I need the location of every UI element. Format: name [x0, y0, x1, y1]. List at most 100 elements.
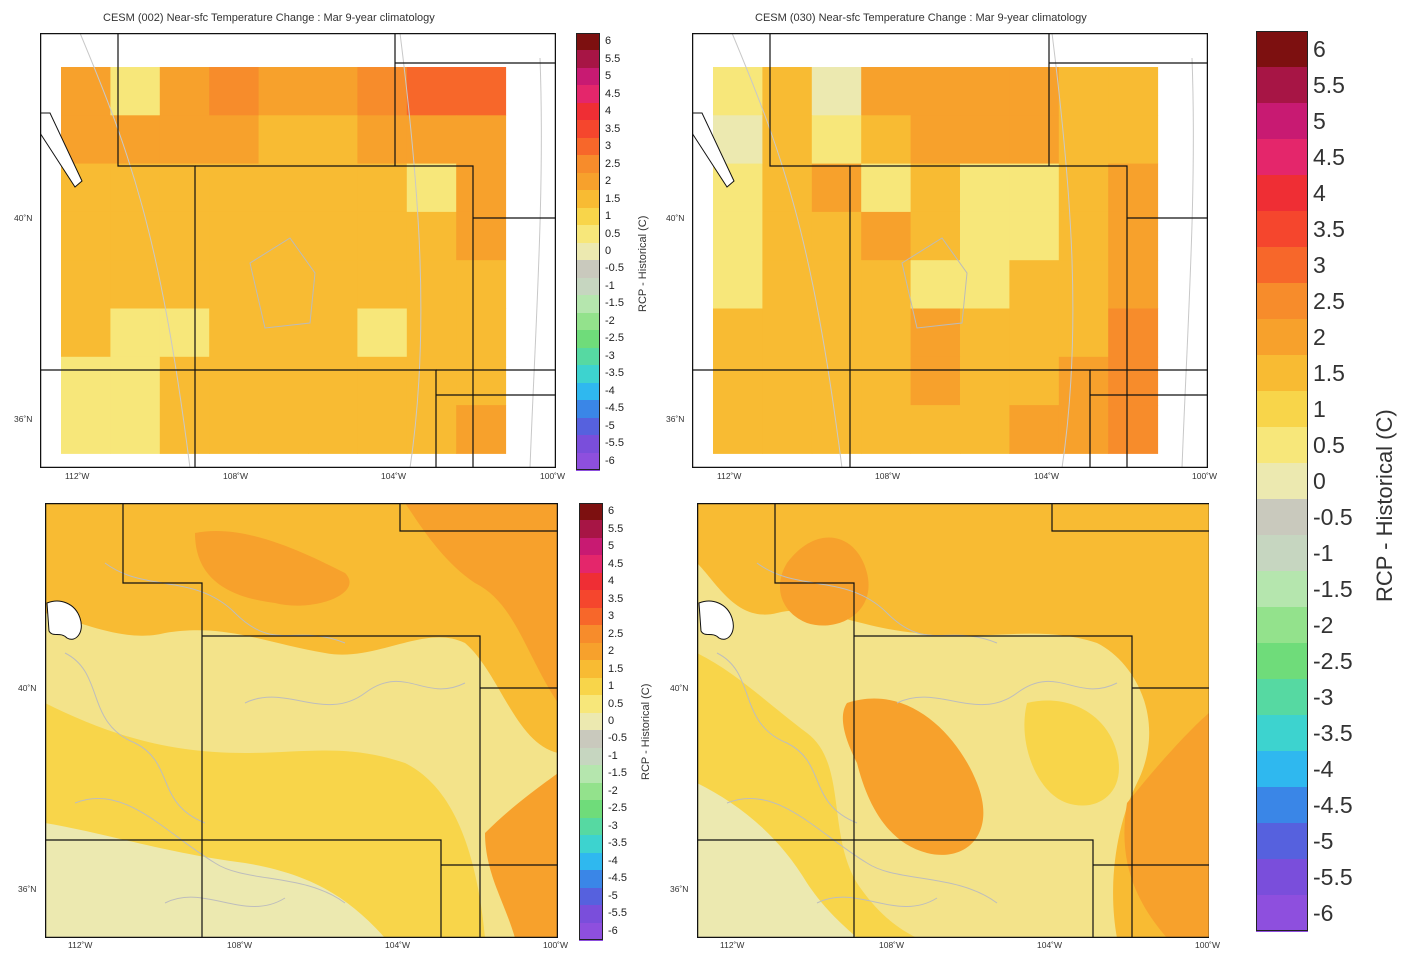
terrain-contour [104, 562, 346, 644]
terrain-contour [756, 562, 998, 644]
grid-cell [357, 67, 408, 116]
state-border [122, 503, 203, 938]
grid-cell [1009, 308, 1060, 358]
colorbar-tick-label: 5 [605, 70, 612, 83]
colorbar-tick-label: -1.5 [605, 297, 624, 310]
colorbar-tick-label: -2.5 [608, 802, 627, 815]
grid-cell [811, 115, 862, 165]
grid-cell [1108, 211, 1159, 261]
terrain-contour [901, 237, 968, 329]
grid-cell [258, 67, 309, 116]
lat-label-36n: 36˚N [666, 414, 685, 424]
colorbar-large-title: RCP - Historical (C) [1372, 409, 1397, 602]
state-border [45, 839, 442, 938]
colorbar-swatch [576, 417, 600, 436]
grid-cell [960, 405, 1010, 454]
colorbar-swatch [576, 33, 600, 52]
colorbar-swatch [1256, 751, 1308, 788]
map-frame [697, 503, 1209, 938]
grid-cell [1058, 356, 1109, 406]
colorbar-tick-label: 0.5 [608, 697, 624, 710]
grid-cell [1108, 163, 1159, 213]
temperature-region [842, 698, 984, 855]
colorbar-swatch [579, 572, 603, 591]
grid-cell [258, 308, 309, 358]
lon-label-100w: 100˚W [540, 471, 566, 481]
state-border [769, 33, 851, 468]
grid-cell [110, 163, 161, 213]
colorbar-tick-label: -1 [605, 279, 615, 292]
colorbar-swatch [579, 835, 603, 854]
grid-cell [713, 356, 763, 406]
grid-cell [1108, 308, 1159, 358]
grid-cell [861, 260, 912, 309]
colorbar-tick-label: -4 [605, 384, 615, 397]
temperature-region [485, 773, 558, 938]
colorbar-tick-label: 2.5 [1313, 287, 1345, 314]
lat-label-36n: 36˚N [670, 884, 689, 894]
lon-label-108w: 108˚W [879, 940, 905, 950]
grid-cell [110, 115, 161, 165]
grid-cell [1058, 405, 1109, 454]
grid-cell [61, 308, 111, 358]
terrain-contour [249, 237, 316, 329]
grid-cell [209, 405, 260, 454]
grid-cell [1058, 260, 1109, 309]
lon-label-104w: 104˚W [385, 940, 411, 950]
colorbar-swatch [579, 712, 603, 731]
colorbar-tick-label: -6 [1313, 899, 1334, 926]
state-border [854, 635, 1133, 938]
colorbar-tick-label: -3 [605, 349, 615, 362]
colorbar-swatch [1256, 175, 1308, 212]
colorbar-swatch [1256, 895, 1308, 932]
lon-label-104w: 104˚W [381, 471, 407, 481]
grid-cell [762, 163, 813, 213]
map-svg-4 [697, 503, 1209, 938]
grid-cell [910, 260, 961, 309]
grid-cell [762, 356, 813, 406]
colorbar-tick-label: 1.5 [1313, 359, 1345, 386]
colorbar-swatch [579, 625, 603, 644]
grid-cell [456, 308, 507, 358]
colorbar-large [1256, 31, 1308, 932]
grid-cell [61, 356, 111, 406]
lat-label-40n: 40˚N [14, 213, 33, 223]
grid-cell [811, 163, 862, 213]
colorbar-tick-label: -4.5 [1313, 791, 1353, 818]
grid-cell [308, 115, 358, 165]
lat-label-40n: 40˚N [670, 683, 689, 693]
grid-cell [861, 405, 912, 454]
colorbar-tick-label: 4 [1313, 179, 1326, 206]
grid-cell [357, 211, 408, 261]
grid-cell [1058, 115, 1109, 165]
grid-cell [1108, 115, 1159, 165]
grid-cell [713, 211, 763, 261]
colorbar-swatch [1256, 355, 1308, 392]
colorbar-small-top-title: RCP - Historical (C) [637, 215, 649, 312]
grid-cell [159, 163, 210, 213]
colorbar-swatch [579, 817, 603, 836]
grid-cell [209, 260, 260, 309]
colorbar-tick-label: 3.5 [1313, 215, 1345, 242]
grid-cell [1058, 67, 1109, 116]
colorbar-tick-label: -3 [608, 819, 618, 832]
grid-cell [61, 67, 111, 116]
colorbar-swatch [1256, 463, 1308, 500]
grid-cell [1108, 67, 1159, 116]
colorbar-tick-label: 5 [608, 540, 615, 553]
colorbar-tick-label: -4.5 [605, 402, 624, 415]
lon-label-100w: 100˚W [1192, 471, 1218, 481]
colorbar-swatch [1256, 823, 1308, 860]
colorbar-tick-label: 1.5 [608, 662, 624, 675]
state-border [850, 165, 1128, 468]
colorbar-swatch [579, 660, 603, 679]
temperature-region [1124, 713, 1209, 938]
colorbar-tick-label: -2 [608, 784, 618, 797]
colorbar-swatch [579, 677, 603, 696]
grid-cell [713, 405, 763, 454]
grid-cell [910, 405, 961, 454]
colorbar-swatch [579, 922, 603, 941]
grid-cell [209, 211, 260, 261]
colorbar-tick-label: 3 [1313, 251, 1326, 278]
